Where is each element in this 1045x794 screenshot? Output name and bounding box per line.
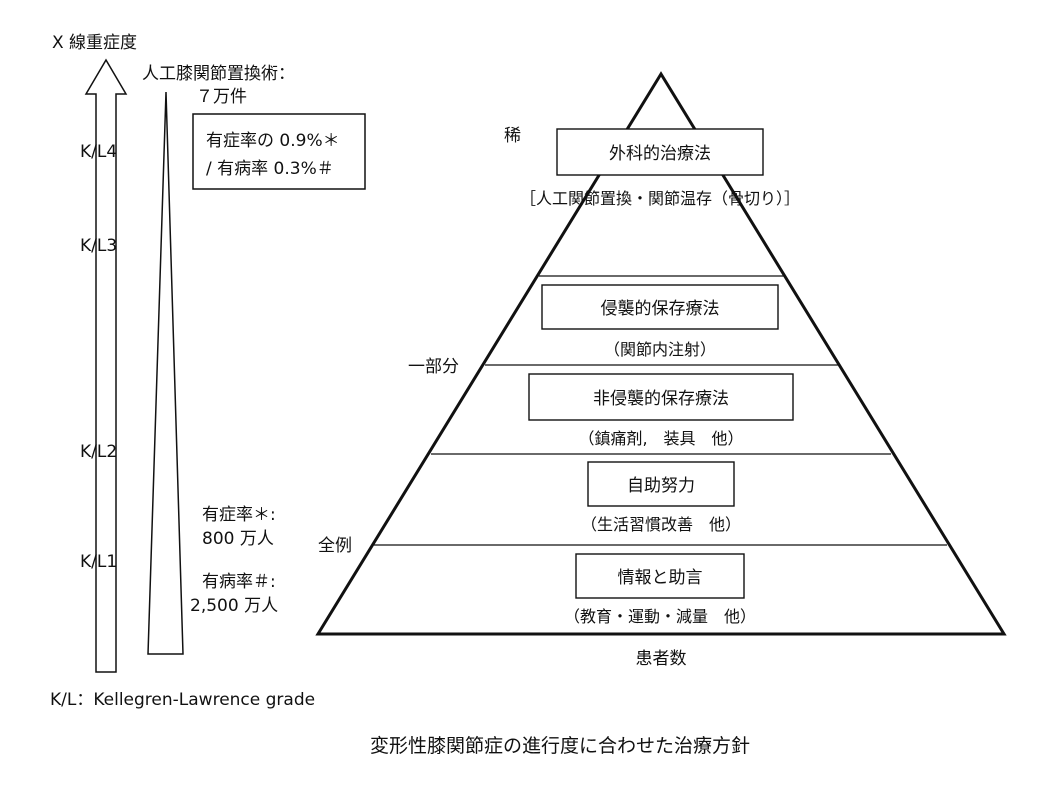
tier-box-invasive — [541, 284, 779, 330]
tier-box-education — [575, 553, 745, 599]
tier-detail-invasive: （関節内注射） — [604, 340, 716, 359]
tier-title-education: 情報と助言 — [618, 568, 703, 588]
tier-title-selfcare: 自助努力 — [627, 476, 695, 496]
tkr-label: 人工膝関節置換術： — [142, 64, 295, 84]
grade-kl4: K/L4 — [80, 142, 117, 162]
symptomatic-label: 有症率＊: — [202, 505, 276, 525]
grade-kl2: K/L2 — [80, 442, 117, 462]
tier-detail-noninvasive: （鎮痛剤, 装具 他） — [578, 429, 743, 448]
figure-caption: 変形性膝関節症の進行度に合わせた治療方針 — [370, 735, 750, 757]
symptomatic-value: 800 万人 — [202, 529, 274, 549]
pyramid-outline — [315, 71, 1007, 636]
tkr-count: ７万件 — [196, 87, 247, 107]
severity-arrow — [84, 58, 128, 673]
label-all: 全例 — [318, 536, 352, 556]
tier-box-noninvasive — [528, 373, 794, 421]
patient-count-label: 患者数 — [636, 649, 687, 669]
tier-title-surgical: 外科的治療法 — [609, 144, 711, 164]
tier-box-surgical — [556, 128, 764, 176]
severe-rate-box — [192, 113, 366, 190]
tier-detail-surgical: ［人工関節置換・関節温存（骨切り）］ — [520, 189, 800, 208]
prevalence-value: 2,500 万人 — [190, 596, 278, 616]
tier-title-noninvasive: 非侵襲的保存療法 — [593, 389, 729, 409]
grade-kl1: K/L1 — [80, 552, 117, 572]
prevalence-label: 有病率＃: — [202, 572, 276, 592]
tier-title-invasive: 侵襲的保存療法 — [601, 299, 720, 319]
tier-detail-selfcare: （生活習慣改善 他） — [581, 515, 741, 534]
kl-footnote: K/L：Kellegren-Lawrence grade — [50, 690, 315, 710]
severity-axis-title: X 線重症度 — [52, 33, 137, 53]
tier-box-selfcare — [587, 461, 735, 507]
label-rare: 稀 — [504, 126, 521, 146]
tier-detail-education: （教育・運動・減量 他） — [564, 607, 756, 626]
label-partial: 一部分 — [408, 357, 459, 377]
severe-rate-line2: / 有病率 0.3%＃ — [206, 159, 334, 179]
severe-rate-line1: 有症率の 0.9%＊ — [206, 131, 340, 151]
grade-kl3: K/L3 — [80, 236, 117, 256]
patient-count-wedge — [147, 91, 184, 655]
